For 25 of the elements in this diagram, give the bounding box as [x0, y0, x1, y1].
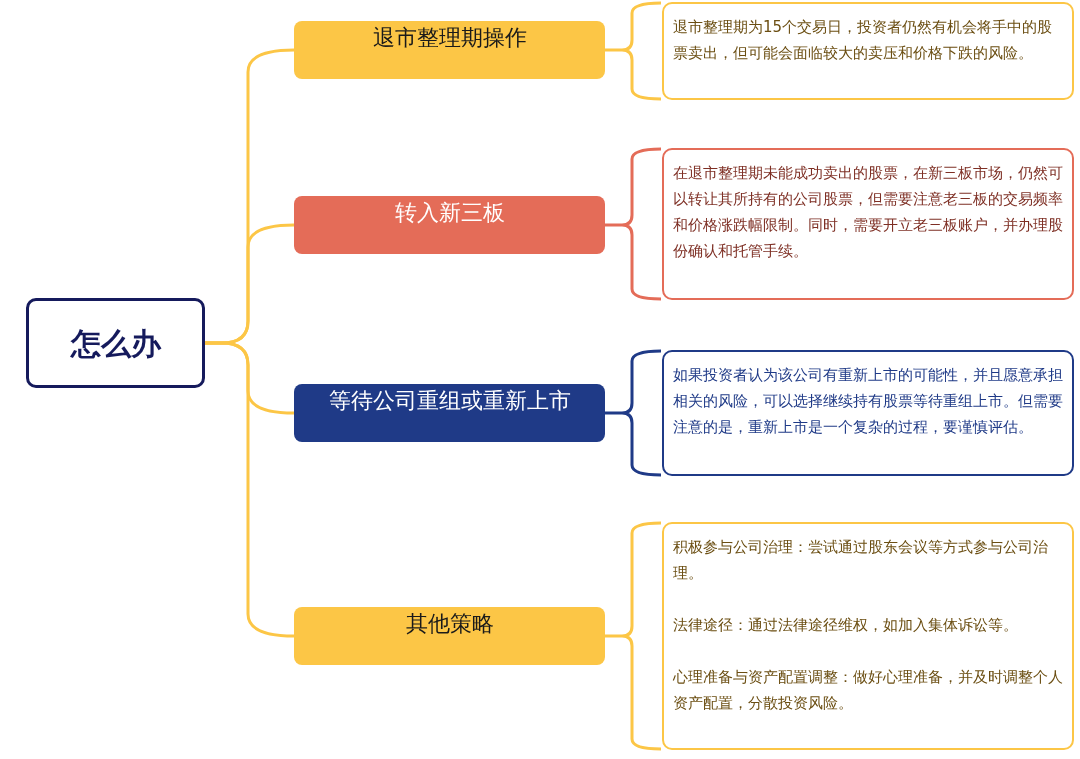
root-box [26, 298, 205, 388]
branch-box [294, 196, 605, 254]
detail-text: 如果投资者认为该公司有重新上市的可能性，并且愿意承担相关的风险，可以选择继续持有股票等待重组上市。但需要注意的是，重新上市是一个复杂的过程，要谨慎评估。 [673, 365, 1063, 438]
detail-box [662, 350, 1074, 476]
branch-box [294, 384, 605, 442]
detail-box [662, 2, 1074, 100]
detail-box [662, 522, 1074, 750]
branch-box [294, 607, 605, 665]
branch-label: 等待公司重组或重新上市 [328, 387, 571, 415]
root-label: 怎么办 [70, 324, 161, 363]
detail-text: 积极参与公司治理：尝试通过股东会议等方式参与公司治理。 [673, 537, 1049, 584]
detail-box [662, 148, 1074, 300]
brace-connector [603, 1, 663, 101]
brace-connector [603, 521, 663, 751]
brace-connector [205, 341, 295, 638]
detail-text: 退市整理期为15个交易日，投资者仍然有机会将手中的股票卖出，但可能会面临较大的卖压和价格下跌的风险。 [673, 17, 1054, 64]
branch-label: 转入新三板 [394, 199, 505, 227]
brace-connector [603, 147, 663, 301]
branch-label: 其他策略 [405, 610, 494, 638]
detail-text: 法律途径：通过法律途径维权，如加入集体诉讼等。 [673, 615, 1019, 636]
branch-label: 退市整理期操作 [372, 24, 527, 52]
branch-box [294, 21, 605, 79]
brace-connector [603, 349, 663, 477]
detail-text: 心理准备与资产配置调整：做好心理准备，并及时调整个人资产配置，分散投资风险。 [673, 667, 1063, 714]
detail-text: 在退市整理期未能成功卖出的股票，在新三板市场，仍然可以转让其所持有的公司股票，但需要注意老三板的交易频率和价格涨跌幅限制。同时，需要开立老三板账户，并办理股份确认和托管手续。 [673, 163, 1063, 262]
